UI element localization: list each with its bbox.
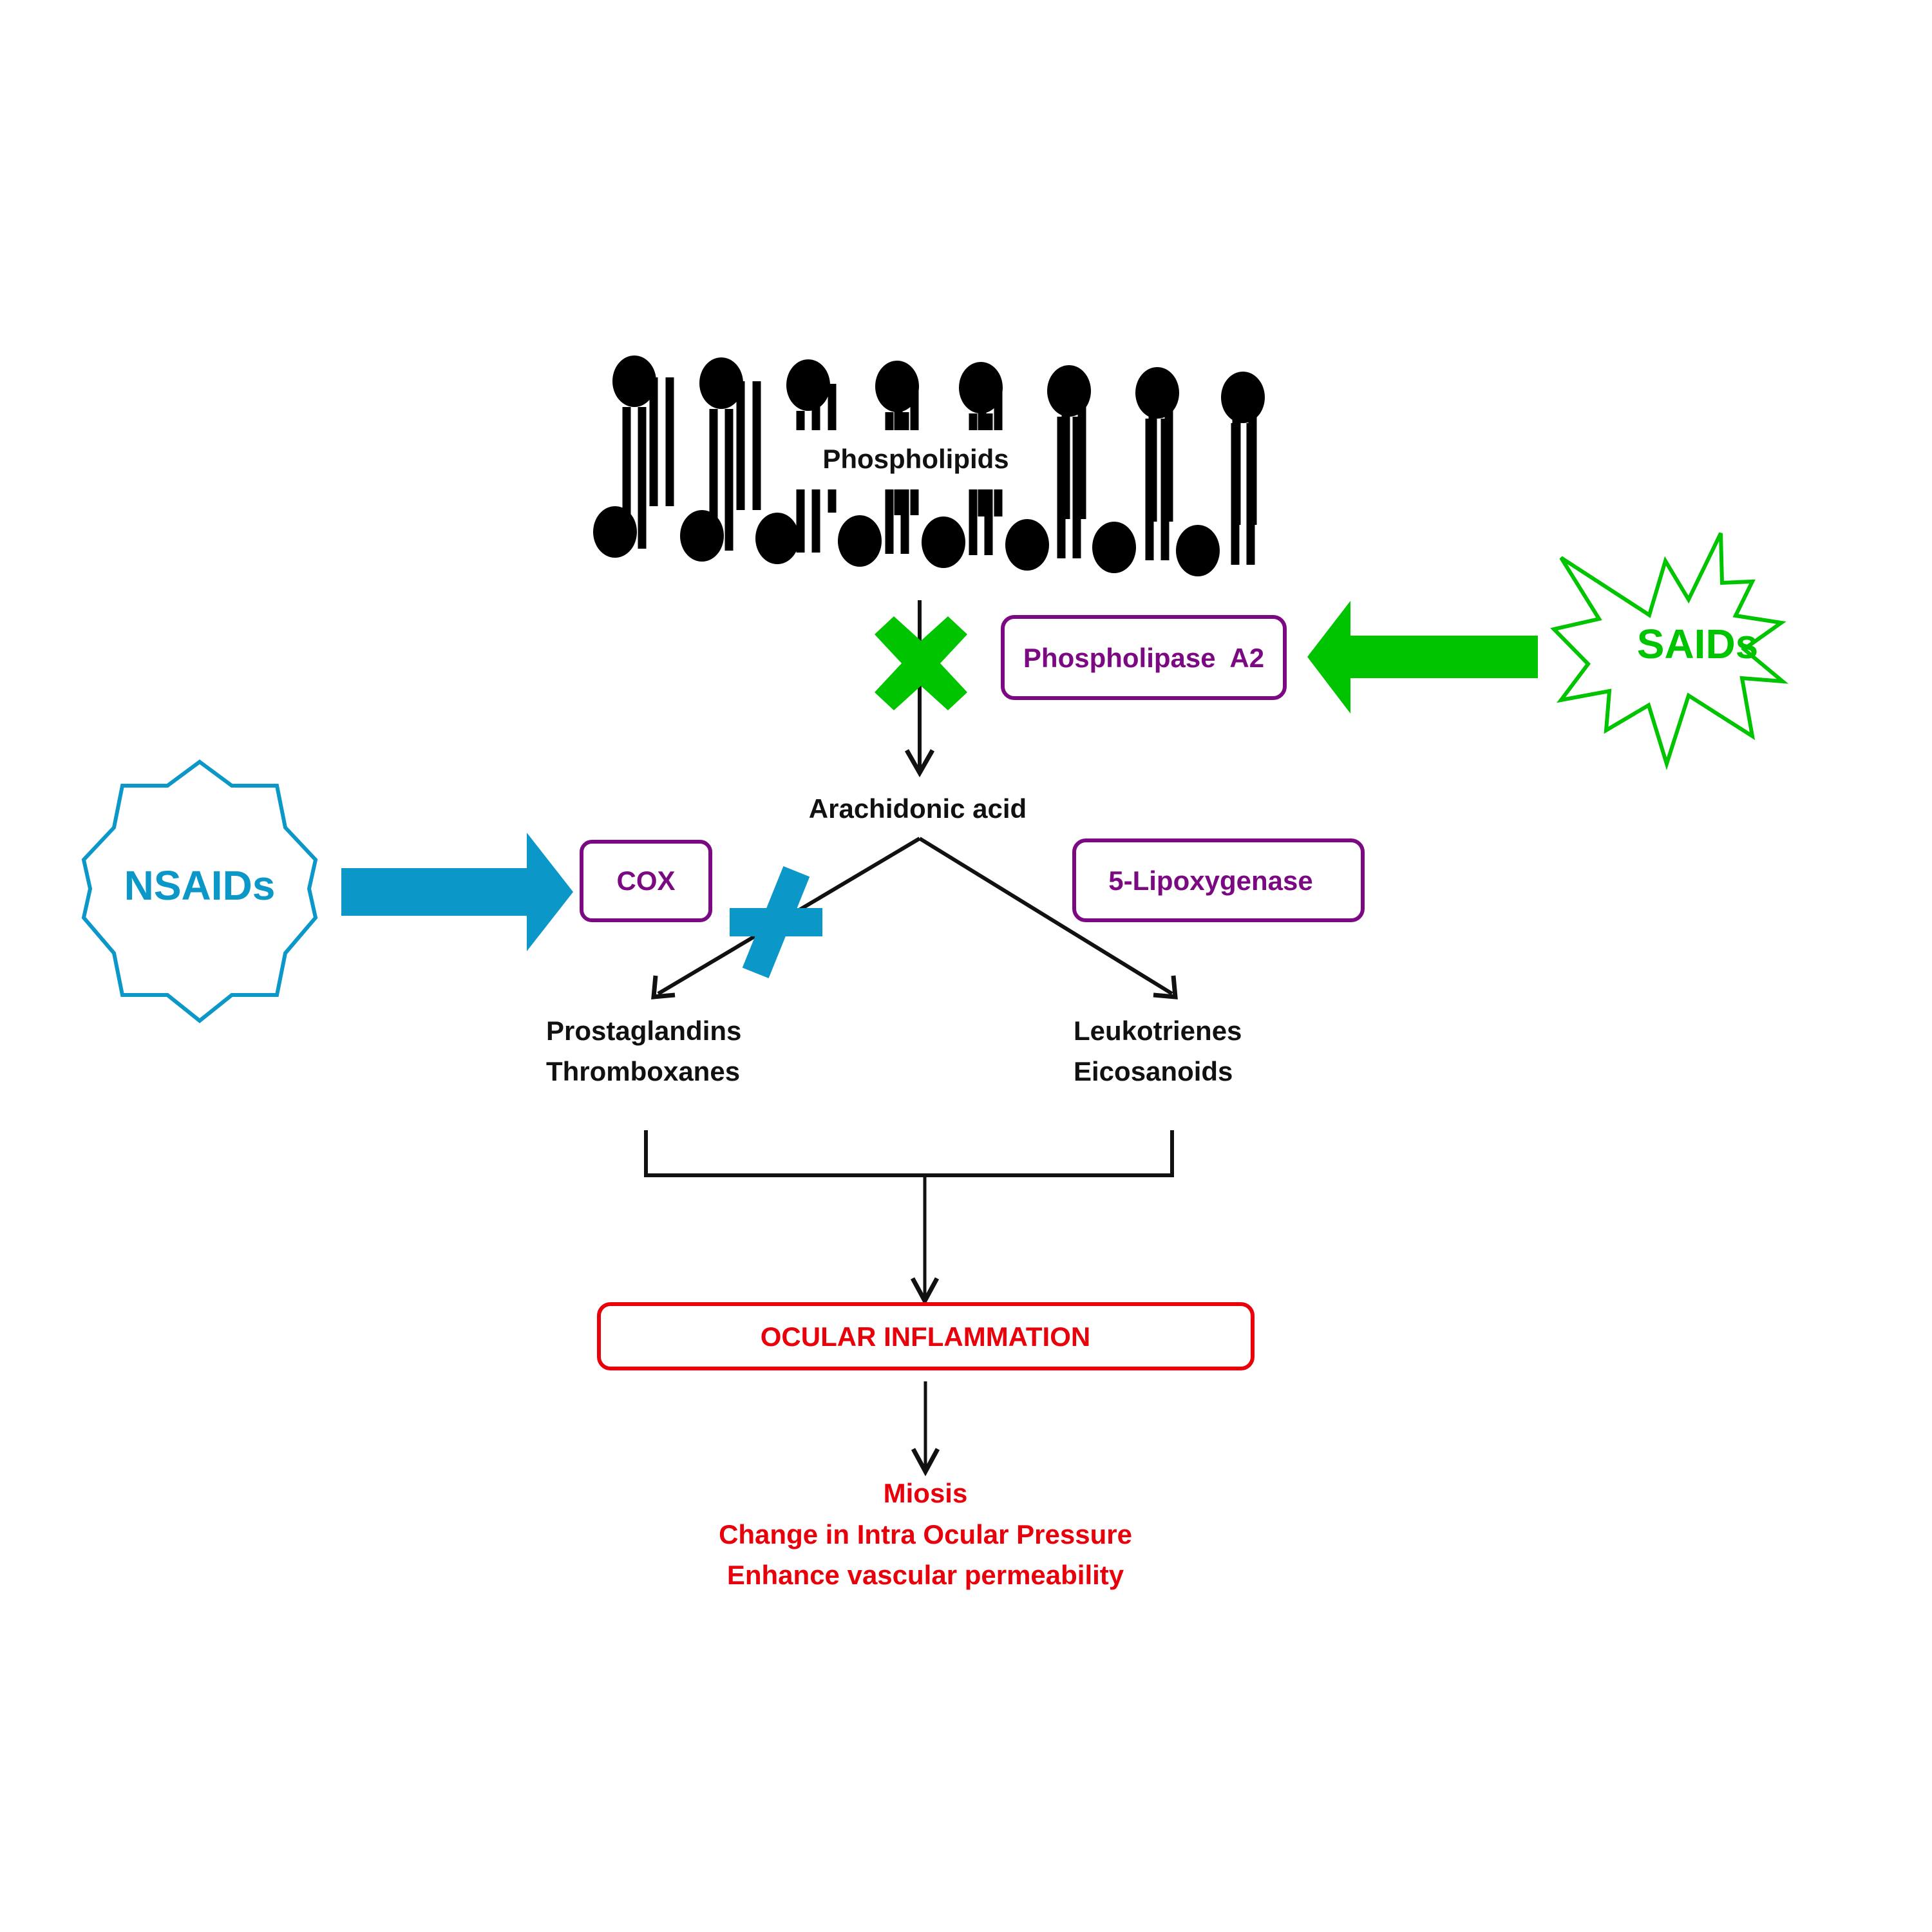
lipid-head bbox=[612, 355, 656, 407]
arrowhead-prostaglandins bbox=[651, 975, 676, 999]
prostaglandins-label: Prostaglandins bbox=[546, 1016, 741, 1046]
saids-inhibition-x-icon bbox=[875, 616, 967, 710]
lipid-head bbox=[755, 513, 799, 564]
phospholipase-a2-label: Phospholipase A2 bbox=[1023, 643, 1264, 673]
arachidonic-acid-label: Arachidonic acid bbox=[809, 793, 1027, 824]
lipid-head bbox=[593, 506, 637, 558]
saids-arrow-icon bbox=[1307, 601, 1538, 714]
leukotrienes-label: Leukotrienes bbox=[1074, 1016, 1242, 1046]
lipid-head bbox=[1092, 522, 1136, 573]
saids-label: SAIDs bbox=[1637, 621, 1759, 667]
lipid-head bbox=[786, 359, 830, 411]
arrowhead-ocular-inflammation bbox=[910, 1277, 940, 1306]
cox-box[interactable] bbox=[580, 840, 712, 922]
arrowhead-membrane bbox=[904, 749, 935, 778]
cox-label: COX bbox=[616, 866, 675, 896]
saids-starburst-icon bbox=[1550, 532, 1789, 771]
lipid-head bbox=[1176, 525, 1220, 576]
lipid-head bbox=[680, 510, 724, 562]
effect-vascular-permeability: Enhance vascular permeability bbox=[727, 1560, 1124, 1590]
membrane-label: Phospholipids bbox=[822, 444, 1009, 474]
ocular-inflammation-box[interactable] bbox=[597, 1302, 1255, 1370]
lipid-head bbox=[1221, 372, 1265, 423]
lipid-head bbox=[699, 357, 743, 409]
5-lipoxygenase-label: 5-Lipoxygenase bbox=[1108, 866, 1312, 896]
lipid-head bbox=[1005, 519, 1049, 571]
nsaids-inhibition-x-icon bbox=[730, 866, 822, 979]
lipid-head bbox=[838, 515, 882, 567]
thromboxanes-label: Thromboxanes bbox=[546, 1056, 740, 1086]
convergence-bracket bbox=[644, 1130, 1174, 1177]
phospholipase-a2-box[interactable] bbox=[1001, 615, 1287, 700]
arrowhead-effects bbox=[911, 1448, 940, 1477]
nsaids-badge-icon bbox=[81, 759, 318, 1023]
ocular-inflammation-label: OCULAR INFLAMMATION bbox=[761, 1321, 1090, 1352]
lipid-head bbox=[922, 516, 965, 568]
arrowhead-leukotrienes bbox=[1153, 975, 1178, 999]
arrow-to-leukotrienes bbox=[918, 837, 1173, 996]
effect-intraocular-pressure: Change in Intra Ocular Pressure bbox=[719, 1519, 1132, 1549]
eicosanoids-label: Eicosanoids bbox=[1074, 1056, 1233, 1086]
nsaids-label: NSAIDs bbox=[124, 862, 276, 909]
membrane-label-box bbox=[789, 430, 1043, 489]
5-lipoxygenase-box[interactable] bbox=[1072, 838, 1365, 922]
effect-miosis: Miosis bbox=[884, 1478, 968, 1508]
nsaids-arrow-icon bbox=[341, 833, 573, 951]
